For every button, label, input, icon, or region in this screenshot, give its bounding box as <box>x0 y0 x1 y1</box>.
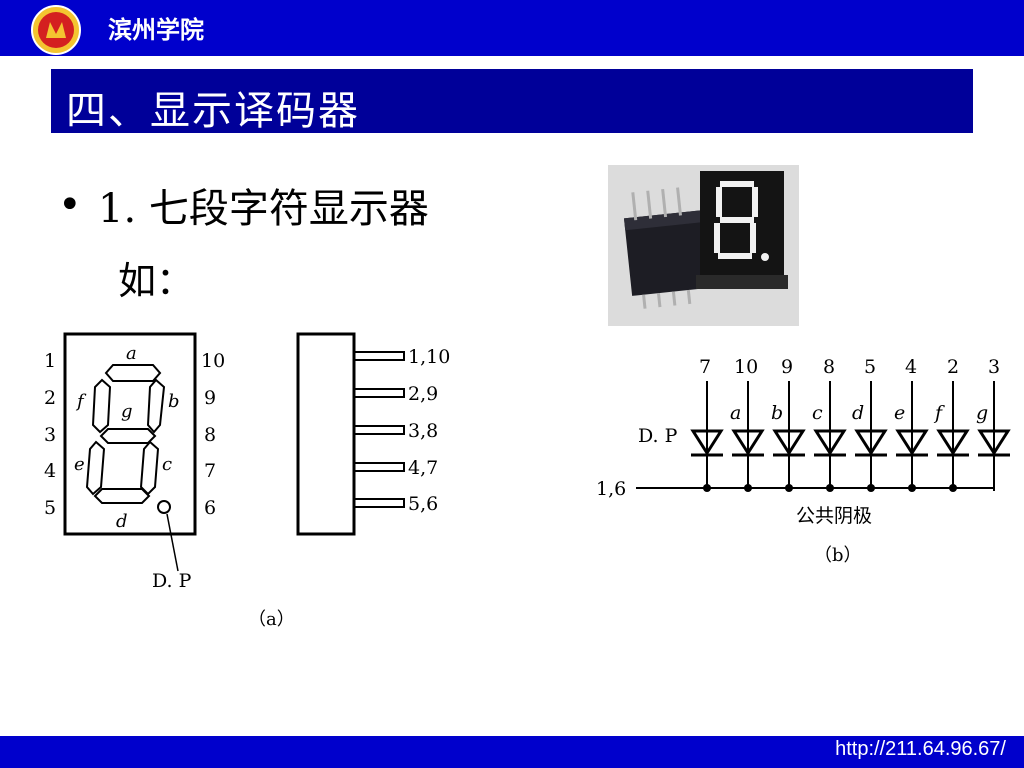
school-name: 滨州学院 <box>108 16 204 44</box>
right-pin-7: 7 <box>204 460 216 482</box>
side-pin-1-10: 1,10 <box>408 346 450 368</box>
right-pin-6: 6 <box>204 497 216 519</box>
side-pin-2-9: 2,9 <box>408 383 438 405</box>
footer-url[interactable]: http://211.64.96.67/ <box>835 738 1006 760</box>
bullet-icon: • <box>58 182 82 228</box>
led-b-label: b <box>771 402 783 424</box>
side-pin-4-7: 4,7 <box>408 457 438 479</box>
pin-num-10: 10 <box>734 356 758 378</box>
dp-label: D. P <box>152 570 192 592</box>
seg-d-label: d <box>116 511 128 532</box>
title-banner <box>51 69 973 133</box>
pin-num-9: 9 <box>781 356 793 378</box>
segment-shapes <box>85 364 166 504</box>
right-pin-10: 10 <box>201 350 225 372</box>
left-pin-3: 3 <box>44 424 56 446</box>
seg-g-label: g <box>121 401 133 422</box>
caption-b: （b） <box>814 545 862 566</box>
common-cathode-label: 公共阴极 <box>796 505 872 527</box>
led-f-label: f <box>933 402 945 424</box>
pin-num-5: 5 <box>864 356 876 378</box>
junction-dots <box>703 484 957 492</box>
common-pin-label: 1,6 <box>596 478 626 500</box>
pin-num-2: 2 <box>947 356 959 378</box>
dp-leader-line <box>166 513 179 572</box>
seg-a-label: a <box>126 343 137 364</box>
side-view-body <box>296 332 356 536</box>
pin-num-8: 8 <box>823 356 835 378</box>
slide-title: 四、显示译码器 <box>66 88 360 134</box>
left-pin-1: 1 <box>44 350 56 372</box>
pin-num-4: 4 <box>905 356 917 378</box>
header-bar <box>0 0 1024 56</box>
pin-num-7: 7 <box>699 356 711 378</box>
right-pin-9: 9 <box>204 387 216 409</box>
dp-label-b: D. P <box>638 425 678 447</box>
diagram-b: 7 10 9 8 5 4 2 3 a b c d e f g D. P <box>596 356 1011 566</box>
led-g-label: g <box>976 402 988 424</box>
pin-num-3: 3 <box>988 356 1000 378</box>
diode-array <box>636 381 1011 491</box>
footer-bar <box>0 736 1024 768</box>
seg-f-label: f <box>75 391 87 412</box>
school-logo <box>31 5 81 55</box>
seg-e-label: e <box>74 454 85 475</box>
seven-segment-photo <box>608 165 799 326</box>
side-pin-5-6: 5,6 <box>408 493 438 515</box>
caption-a: （a） <box>248 609 295 630</box>
led-d-label: d <box>852 402 864 424</box>
seg-c-label: c <box>162 454 172 475</box>
led-c-label: c <box>812 402 823 424</box>
sub-text: 如： <box>118 259 195 303</box>
side-pin-3-8: 3,8 <box>408 420 438 442</box>
seg-b-label: b <box>168 391 180 412</box>
display-outline <box>63 332 197 536</box>
diagram-a: a b c d e f g 1 2 3 4 5 10 9 8 7 6 D. P … <box>44 332 450 630</box>
left-pin-5: 5 <box>44 497 56 519</box>
bullet-text: 1. 七段字符显示器 <box>98 186 429 232</box>
dp-dot <box>157 500 171 514</box>
led-a-label: a <box>730 402 741 424</box>
right-pin-8: 8 <box>204 424 216 446</box>
side-view-pins <box>353 351 405 508</box>
left-pin-2: 2 <box>44 387 56 409</box>
left-pin-4: 4 <box>44 460 56 482</box>
led-e-label: e <box>894 402 905 424</box>
